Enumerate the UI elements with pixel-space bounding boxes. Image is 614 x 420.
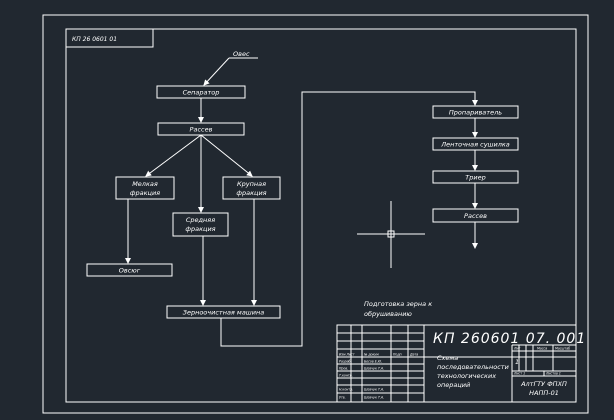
name-4: Шевчук Т.А. bbox=[364, 388, 384, 392]
fine-box bbox=[115, 176, 175, 200]
col-header-mass: Масса bbox=[537, 347, 547, 351]
col-header-scale: Масштаб bbox=[555, 347, 570, 351]
outer-frame bbox=[42, 14, 589, 414]
inner-frame bbox=[65, 28, 577, 403]
input-label: Овес bbox=[233, 50, 250, 58]
fine-label-1: Мелкая bbox=[132, 180, 158, 188]
desc-line-4: операций bbox=[437, 381, 470, 389]
row-label-2: Пров. bbox=[339, 367, 348, 371]
coarse-label-1: Крупная bbox=[237, 180, 266, 188]
org-line-1: АлтГТУ ФПХП bbox=[520, 380, 567, 388]
grain-machine-box bbox=[166, 305, 281, 319]
sieve1-label: Рассев bbox=[190, 126, 213, 134]
row-label-1: Разраб. bbox=[339, 360, 352, 364]
row-label-3: Т.контр. bbox=[339, 374, 353, 378]
name-2: Шевчук Т.А. bbox=[364, 367, 384, 371]
medium-label-1: Средняя bbox=[186, 216, 215, 224]
sieve-to-fine bbox=[145, 134, 202, 177]
note-line-1: Подготовка зерна к bbox=[364, 300, 432, 308]
input-arrow bbox=[203, 57, 230, 86]
col-header-lit: Лит bbox=[513, 347, 520, 351]
grain-machine-label: Зерноочистная машина bbox=[183, 309, 264, 317]
row-label-0: Изм Лист bbox=[339, 353, 355, 357]
coarse-box bbox=[222, 176, 281, 200]
title-block: КП 260601 07. 001 Схема последовательнос… bbox=[336, 324, 586, 403]
row-label-5: Утв. bbox=[339, 396, 346, 400]
head-date: Дата bbox=[409, 353, 418, 357]
note-line-2: обрушиванию bbox=[364, 310, 412, 318]
head-sign: Подп bbox=[393, 353, 402, 357]
desc-line-3: технологических bbox=[437, 372, 496, 380]
sieve-to-coarse bbox=[200, 134, 253, 177]
mill-label: Триер bbox=[465, 174, 485, 182]
oats-box bbox=[86, 263, 173, 277]
machine-to-steamer-line bbox=[220, 91, 478, 347]
crosshair-cursor-icon bbox=[357, 201, 425, 268]
name-0: № докум bbox=[363, 353, 379, 357]
name-1: Бесов Е.Ю. bbox=[364, 360, 382, 364]
org-line-2: НАПП-01 bbox=[529, 389, 559, 397]
doc-code: КП 260601 07. 001 bbox=[433, 331, 586, 347]
scale-value: 1 bbox=[515, 358, 519, 366]
coarse-label-2: фракция bbox=[236, 189, 266, 197]
corner-stamp: КП 26 0601 01 bbox=[66, 29, 154, 48]
oats-label: Овсюг bbox=[119, 267, 141, 275]
sheets-count: Листов 1 bbox=[545, 372, 561, 376]
desc-line-2: последовательности bbox=[437, 363, 509, 371]
separator-label: Сепаратор bbox=[183, 89, 220, 97]
desc-line-1: Схема bbox=[437, 354, 458, 362]
fine-label-2: фракция bbox=[130, 189, 160, 197]
name-5: Шевчук Т.А. bbox=[364, 396, 384, 400]
sheet-number: Лист 1 bbox=[513, 372, 525, 376]
steamer-label: Пропариватель bbox=[449, 109, 502, 117]
sieve2-label: Рассев bbox=[464, 212, 487, 220]
row-label-4: Н.контр. bbox=[339, 388, 353, 392]
dryer-label: Ленточная сушилка bbox=[440, 141, 510, 149]
corner-stamp-text: КП 26 0601 01 bbox=[72, 36, 117, 43]
medium-box bbox=[172, 212, 229, 237]
medium-label-2: фракция bbox=[185, 225, 215, 233]
